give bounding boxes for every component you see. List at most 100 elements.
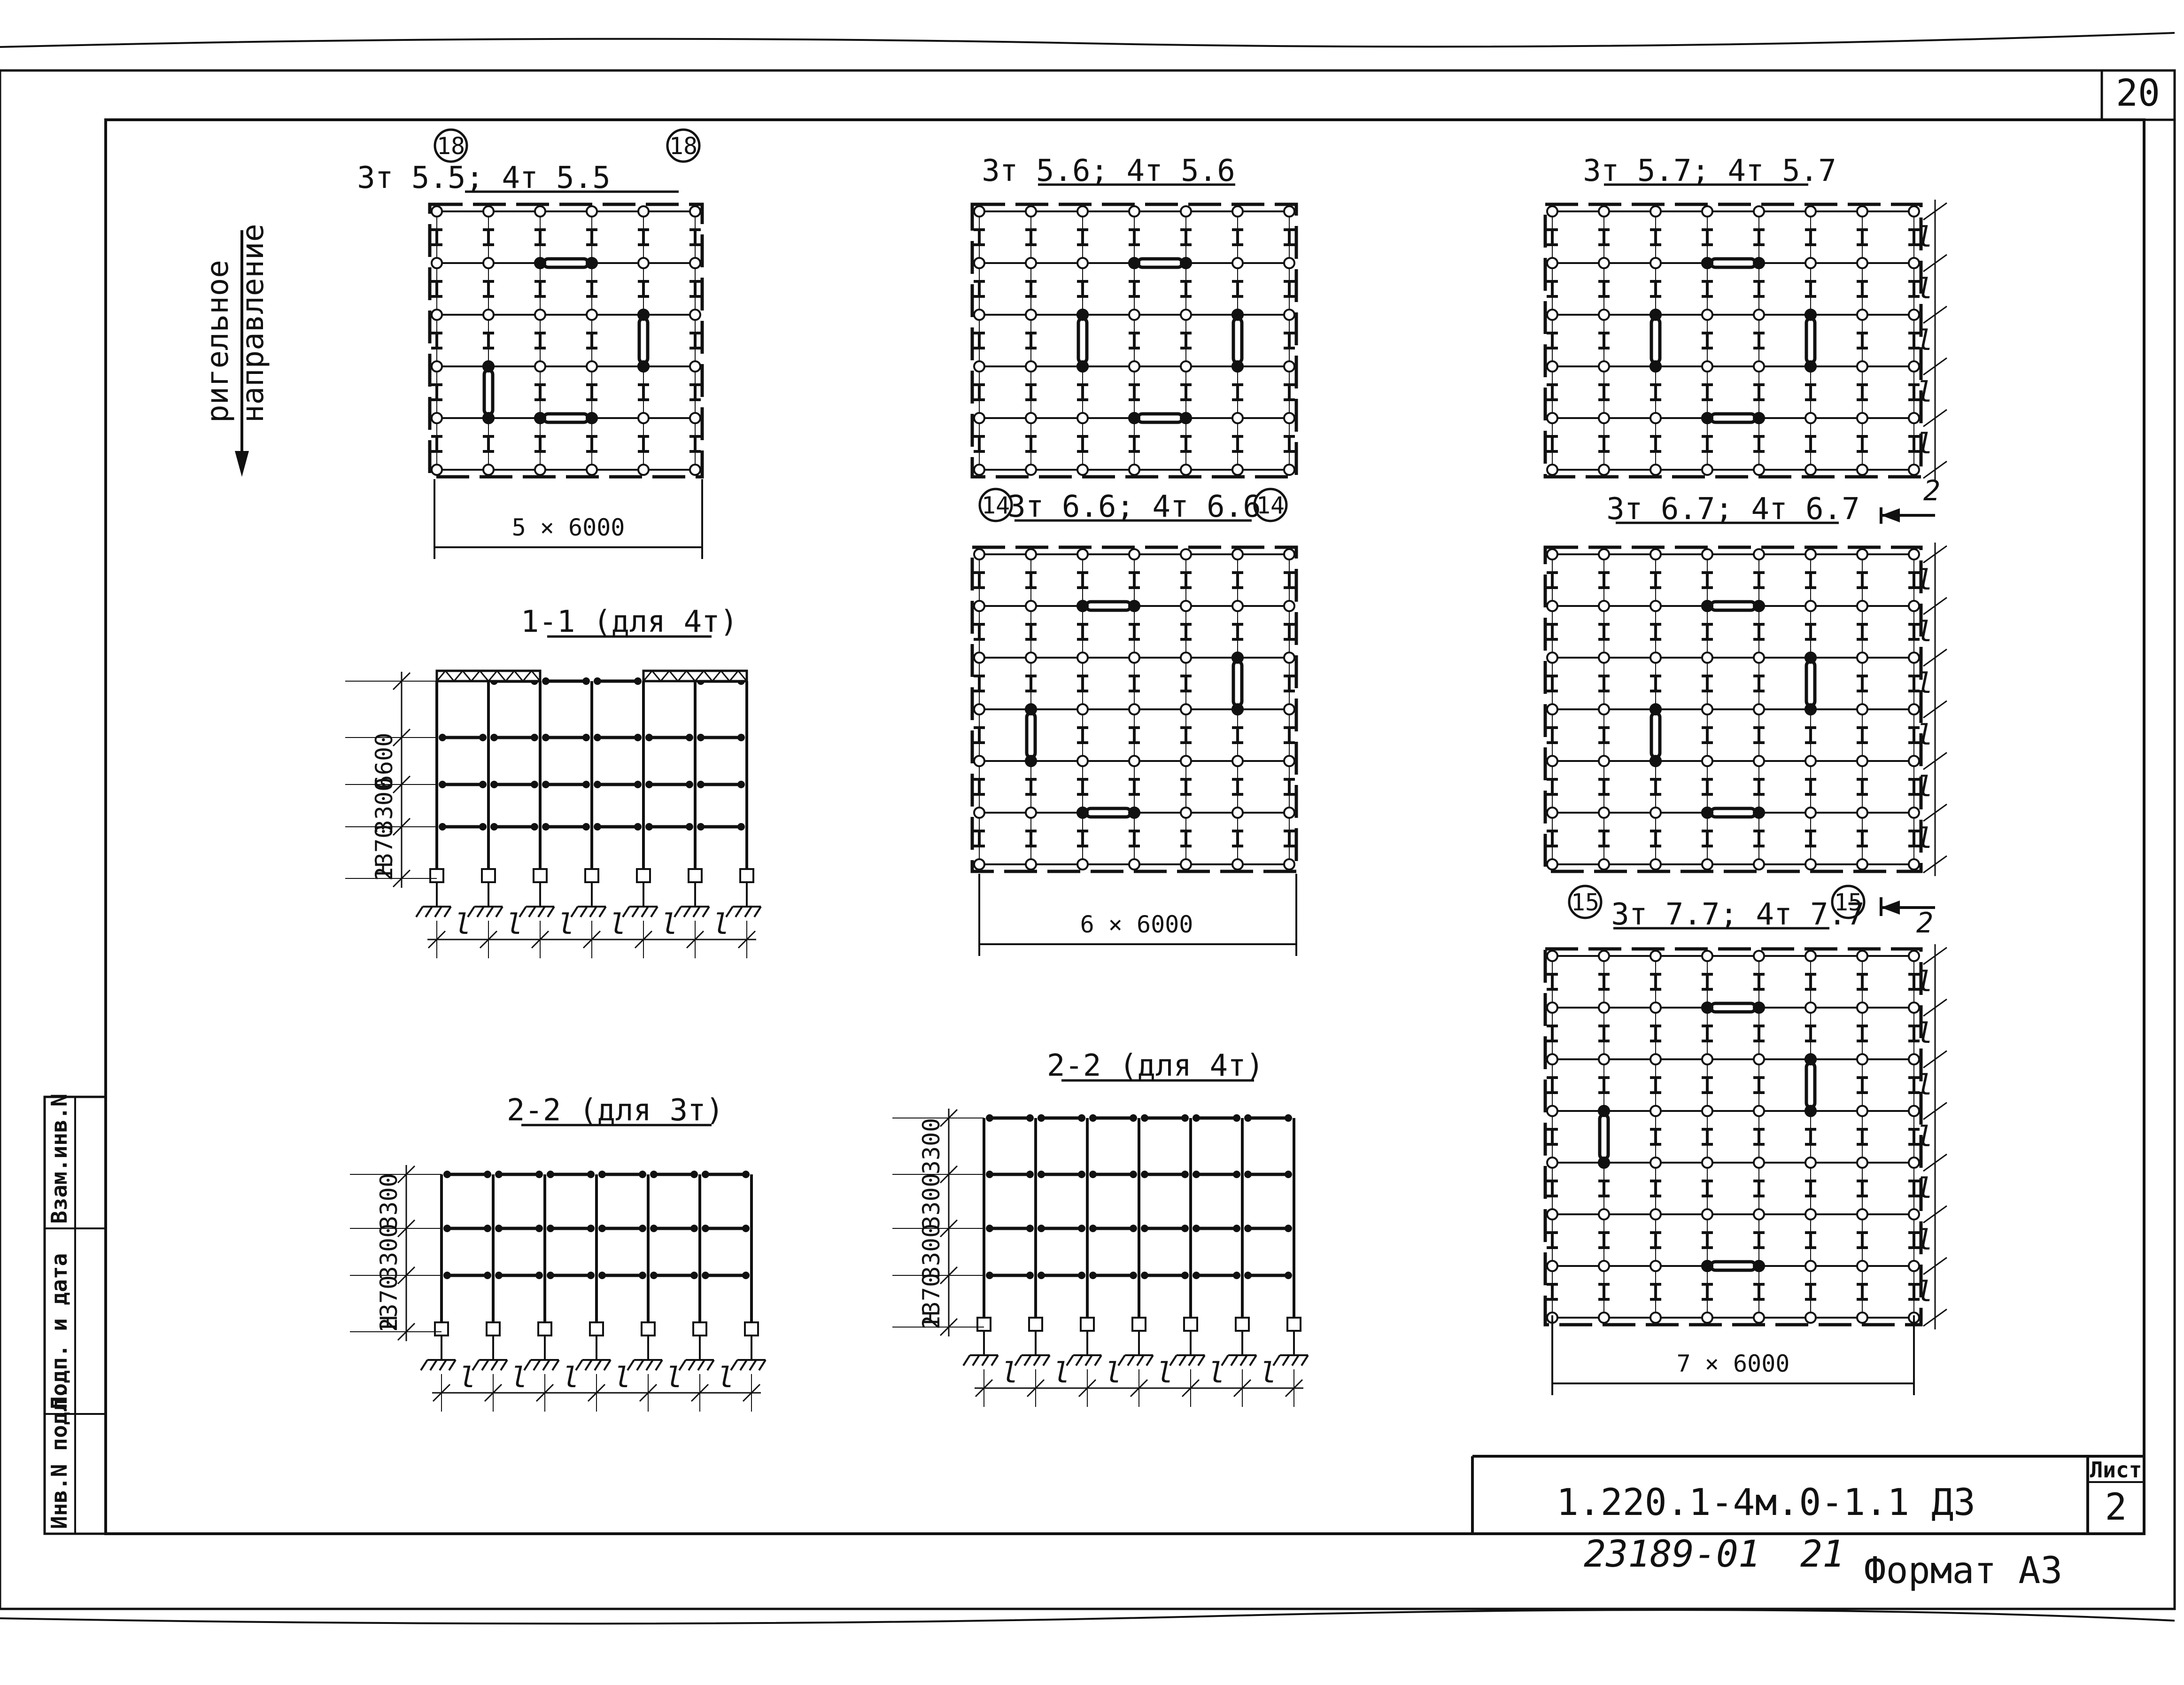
tie-mark <box>1232 571 1243 589</box>
beam-joint <box>1244 1171 1252 1178</box>
column-icon <box>1856 360 1868 373</box>
column-icon <box>973 205 985 217</box>
column-icon <box>1598 950 1610 962</box>
tie-mark <box>1702 675 1713 692</box>
marker-14-right: 14 <box>1253 488 1288 522</box>
brace-node <box>1805 652 1817 664</box>
tie-mark <box>1908 830 1920 847</box>
tie-mark <box>974 675 985 692</box>
beam-joint <box>490 781 498 788</box>
beam-joint <box>547 1225 554 1232</box>
tie-mark <box>1232 778 1243 796</box>
beam-joint <box>690 1171 698 1178</box>
span-tick <box>1923 1153 1947 1172</box>
span-label: l <box>1053 1357 1070 1390</box>
tie-mark <box>1805 973 1816 991</box>
beam-joint <box>443 1272 451 1279</box>
beam-joint <box>535 1272 543 1279</box>
beam-joint <box>650 1171 658 1178</box>
column-icon <box>1650 600 1662 612</box>
tie-mark <box>1702 383 1713 401</box>
brace-bay <box>542 412 590 424</box>
tie-mark <box>1547 228 1558 246</box>
plan-title-57: 3т 5.7; 4т 5.7 <box>1583 154 1836 188</box>
beam-joint <box>686 781 693 788</box>
column-icon <box>637 412 650 424</box>
column-icon <box>1650 1208 1662 1220</box>
tie-mark <box>1025 332 1037 349</box>
tie-mark <box>1908 435 1920 453</box>
column-icon <box>1283 600 1295 612</box>
marker-18-left: 18 <box>434 128 468 163</box>
column-icon <box>1856 257 1868 269</box>
column-icon <box>1598 257 1610 269</box>
brace-bay <box>1084 600 1132 612</box>
column-icon <box>1598 309 1610 321</box>
tie-mark <box>1284 778 1295 796</box>
brace-node <box>1231 309 1244 321</box>
beam-joint <box>1078 1171 1085 1178</box>
tie-mark <box>1805 435 1816 453</box>
column-icon <box>1546 1105 1558 1117</box>
column-icon <box>1856 600 1868 612</box>
column-icon <box>1701 309 1713 321</box>
beam-joint <box>1193 1225 1200 1232</box>
span-tick <box>1923 597 1947 615</box>
base-plate <box>486 1321 501 1336</box>
column-icon <box>1805 755 1817 767</box>
tie-mark <box>1232 228 1243 246</box>
column-icon <box>1805 205 1817 217</box>
column-icon <box>1856 1002 1868 1014</box>
column-icon <box>1805 807 1817 819</box>
column-icon <box>1283 309 1295 321</box>
brace-node <box>1650 360 1662 373</box>
tie-mark <box>1857 1076 1868 1094</box>
tie-mark <box>1284 280 1295 298</box>
column-icon <box>1701 548 1713 560</box>
column-icon <box>1650 1002 1662 1014</box>
tie-mark <box>638 383 649 401</box>
beam-joint <box>1130 1225 1137 1232</box>
brace-bay <box>1598 1113 1610 1161</box>
tie-mark <box>586 383 597 401</box>
span-label: l <box>1916 1224 1933 1257</box>
tie-mark <box>1908 1283 1920 1301</box>
brace-node <box>1753 600 1765 612</box>
column-icon <box>973 464 985 476</box>
tie-mark <box>1598 1231 1610 1249</box>
column-icon <box>1283 548 1295 560</box>
column-icon <box>1805 257 1817 269</box>
beam-joint <box>484 1225 491 1232</box>
tie-mark <box>1232 383 1243 401</box>
level-tick <box>397 1322 416 1341</box>
svg-text:18: 18 <box>437 132 465 160</box>
column-icon <box>1546 1208 1558 1220</box>
column-icon <box>1856 1312 1868 1324</box>
column-icon <box>1077 257 1089 269</box>
base-plate <box>739 868 754 883</box>
column-icon <box>431 309 443 321</box>
beam-joint <box>490 823 498 831</box>
tie-mark <box>1702 332 1713 349</box>
tie-mark <box>1805 830 1816 847</box>
tie-mark <box>1857 726 1868 744</box>
beam-joint <box>986 1171 993 1178</box>
wall-panels <box>1543 947 1923 1327</box>
column-icon <box>973 412 985 424</box>
level-tick <box>939 1318 958 1336</box>
column-icon <box>1546 600 1558 612</box>
span-tick <box>1923 357 1947 376</box>
column-icon <box>1908 703 1920 715</box>
tie-mark <box>1805 623 1816 641</box>
plan-grid-66 <box>970 545 1298 873</box>
tie-mark <box>1857 1283 1868 1301</box>
beam-joint <box>742 1171 750 1178</box>
brace-node <box>1077 360 1089 373</box>
column-icon <box>1283 412 1295 424</box>
tie-mark <box>1702 1231 1713 1249</box>
column-icon <box>1231 755 1244 767</box>
column-icon <box>1598 858 1610 870</box>
column-icon <box>973 703 985 715</box>
span-label: l <box>1916 719 1933 752</box>
beam-joint <box>490 734 498 741</box>
